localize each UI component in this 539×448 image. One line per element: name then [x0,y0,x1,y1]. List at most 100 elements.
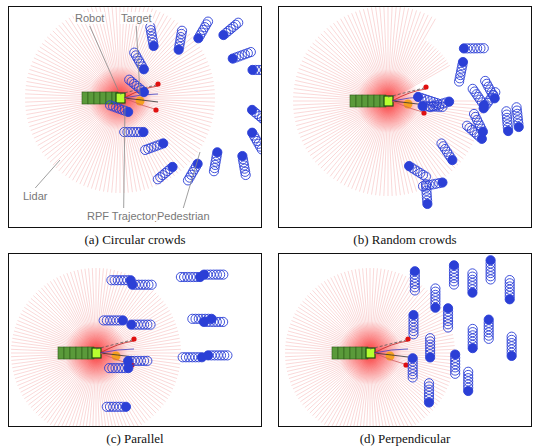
robot-trail [82,347,88,359]
pedestrian [139,87,148,96]
scene [293,6,523,209]
robot [366,348,375,358]
panel-caption: (a) Circular crowds [9,232,261,248]
panel-caption: (b) Random crowds [279,232,531,248]
pedestrian [247,105,256,114]
robot-trail [94,92,100,104]
pedestrian [423,199,432,208]
robot-trail [338,347,344,359]
lidar-ray [120,98,181,171]
lidar-glow [88,66,152,130]
pedestrian [445,97,454,106]
pedestrian [484,315,493,324]
robot-trail [70,347,76,359]
scene-panel: (d) Perpendicular [278,253,532,427]
robot-trail [374,95,380,107]
robot-trail [82,92,88,104]
pedestrian [505,295,514,304]
pedestrian [451,350,460,359]
robot-trail [356,95,362,107]
lidar-glow [356,69,420,133]
heading-line [370,339,410,349]
lidar-ray [120,98,184,168]
pedestrian [200,270,209,279]
robot-trail [332,347,338,359]
leader-line [124,104,125,208]
pedestrian [128,280,137,289]
pedestrian [238,151,247,160]
pedestrian [127,320,136,329]
pedestrian [159,139,168,148]
pedestrian [448,155,457,164]
pedestrian [219,30,228,39]
goal-dot [153,107,158,112]
pedestrian [174,45,183,54]
pedestrian [124,356,133,365]
robot-trail [350,95,356,107]
pedestrian [168,162,177,171]
scene-panel: (c) Parallel [8,253,262,427]
scene [25,6,262,193]
pedestrian [443,304,452,313]
pedestrian [139,127,148,136]
rpf-trajectory [374,341,408,353]
robot-trail [76,347,82,359]
pedestrian [121,402,130,411]
pedestrian [204,351,213,360]
pedestrian [410,267,419,276]
pedestrian [248,65,257,74]
pedestrian [413,92,422,101]
scene [11,268,232,427]
pedestrian [458,57,467,66]
scene [285,256,516,427]
leader-line [183,152,200,208]
robot-trail [368,95,374,107]
leader-line [136,26,140,95]
goal-dot [155,81,160,86]
pedestrian [478,127,487,136]
heading-line [96,339,136,349]
rpf-trajectory [100,353,134,365]
rpf-trajectory [374,353,408,365]
scene-panel: (b) Random crowds [278,6,532,228]
pedestrian [468,344,477,353]
pedestrian [248,128,257,137]
pedestrian [194,34,203,43]
robot-trail [362,95,368,107]
rpf-trajectory [100,341,134,353]
pedestrian [479,104,488,113]
pedestrian [431,303,440,312]
pedestrian [213,148,222,157]
goal-dot [423,84,428,89]
pedestrian [459,44,468,53]
lidar-glow [338,321,402,385]
annotation-label: Target [120,12,153,24]
annotation-label: Robot [74,12,105,24]
robot-trail [344,347,350,359]
pedestrian [228,54,237,63]
pedestrian [404,161,413,170]
annotation-label: Lidar [22,190,48,202]
robot-trail [58,347,64,359]
pedestrian [438,178,447,187]
pedestrian [504,126,513,135]
pedestrian [514,122,523,131]
robot [116,93,125,103]
leader-line [90,26,118,90]
robot [384,96,393,106]
robot-trail [350,347,356,359]
pedestrian [424,398,433,407]
pedestrian [468,288,477,297]
annotation-label: Pedestrian [156,210,211,222]
pedestrian [199,317,208,326]
pedestrian [409,310,418,319]
pedestrian [486,256,495,265]
pedestrian [426,353,435,362]
rpf-trajectory [374,349,408,353]
robot-trail [64,347,70,359]
lidar-glow [64,321,128,385]
pedestrian [464,386,473,395]
pedestrian [408,354,417,363]
rpf-trajectory [392,89,426,101]
